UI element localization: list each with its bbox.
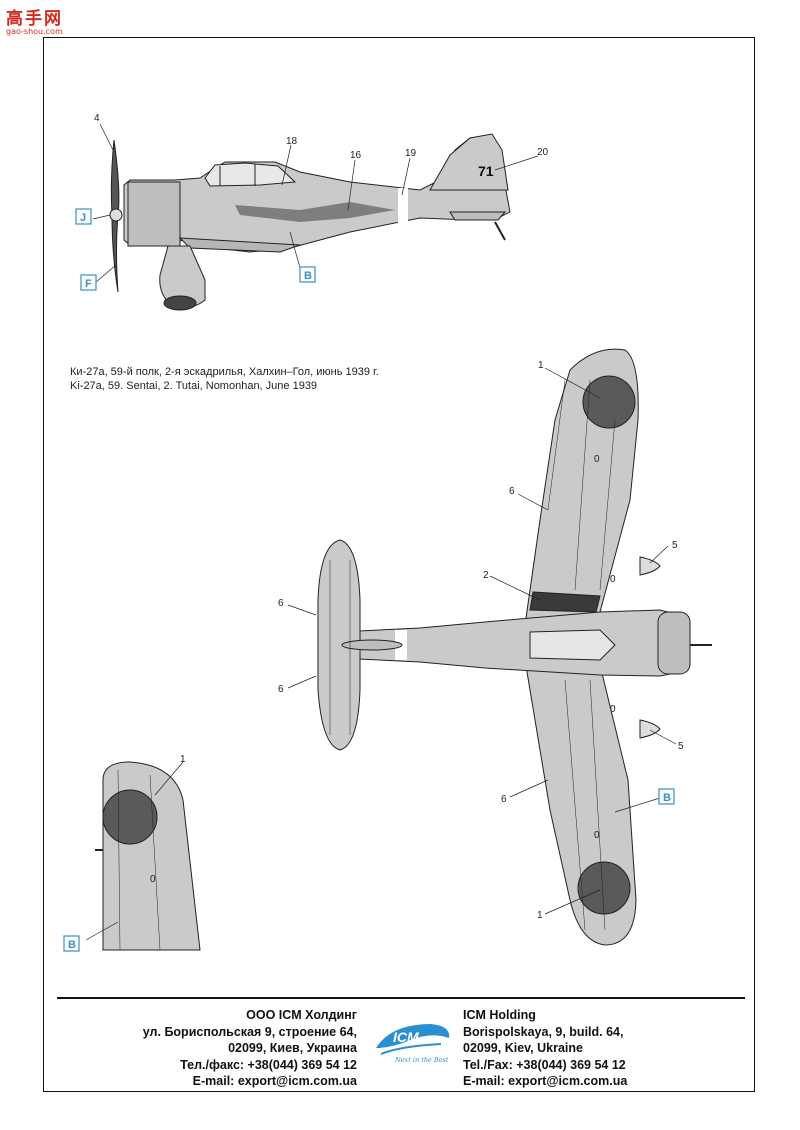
page-frame [43, 37, 755, 1092]
city-en: 02099, Kiev, Ukraine [463, 1041, 583, 1055]
caption-ru: Ки-27а, 59-й полк, 2-я эскадрилья, Халхи… [70, 366, 379, 378]
top-view [287, 348, 712, 946]
callout-4: 4 [94, 113, 100, 124]
top-callout-6d: 6 [501, 794, 507, 805]
city-ru: 02099, Киев, Украина [228, 1041, 357, 1055]
company-ru: ООО ICM Холдинг [246, 1008, 357, 1022]
top-callout-6a: 6 [509, 486, 515, 497]
footer-divider [57, 997, 745, 999]
hinomaru-bottom [577, 861, 631, 915]
top-callout-6c: 6 [278, 684, 284, 695]
top-callout-5b: 5 [678, 741, 684, 752]
side-view: 71 [92, 123, 539, 311]
detail-callout-1: 1 [180, 754, 186, 765]
panel-mark-0d: 0 [594, 830, 600, 841]
street-ru: ул. Бориспольская 9, строение 64, [142, 1024, 357, 1039]
label-F: F [85, 278, 92, 290]
email-en[interactable]: E-mail: export@icm.com.ua [463, 1074, 628, 1088]
icm-logo-tagline: Next in the Best [394, 1056, 449, 1064]
label-B-top: B [663, 792, 671, 804]
top-callout-6b: 6 [278, 598, 284, 609]
panel-mark-0a: 0 [594, 454, 600, 465]
wing-detail [85, 761, 201, 951]
caption-en: Ki-27a, 59. Sentai, 2. Tutai, Nomonhan, … [70, 380, 318, 392]
address-en: ICM Holding Borispolskaya, 9, build. 64,… [463, 1007, 753, 1090]
top-callout-1b: 1 [537, 910, 543, 921]
detail-panel-mark-0: 0 [150, 874, 156, 885]
watermark-hanzi: 高手网 [6, 9, 63, 29]
icm-logo: ICM Next in the Best [376, 1024, 450, 1064]
aircraft-caption: Ки-27а, 59-й полк, 2-я эскадрилья, Халхи… [70, 365, 379, 393]
phone-en: Tel./Fax: +38(044) 369 54 12 [463, 1057, 626, 1072]
callout-18: 18 [286, 136, 298, 147]
phone-ru: Тел./факс: +38(044) 369 54 12 [180, 1057, 357, 1072]
callout-16: 16 [350, 150, 362, 161]
icm-logo-text: ICM [393, 1029, 419, 1045]
panel-mark-0c: 0 [610, 704, 616, 715]
tail-marking: 71 [478, 163, 494, 179]
top-callout-2: 2 [483, 570, 489, 581]
company-en: ICM Holding [463, 1008, 536, 1022]
top-callout-1a: 1 [538, 360, 544, 371]
aircraft-drawing: 71 4 18 16 19 20 J F B [63, 113, 712, 952]
address-ru: ООО ICM Холдинг ул. Бориспольская 9, стр… [57, 1007, 357, 1090]
label-B-detail: B [68, 939, 76, 951]
callout-19: 19 [405, 148, 417, 159]
hinomaru-top [582, 375, 636, 429]
top-callout-5a: 5 [672, 540, 678, 551]
watermark-logo: 高手网 gao-shou.com [6, 4, 76, 38]
label-J: J [80, 212, 86, 224]
street-en: Borispolskaya, 9, build. 64, [463, 1024, 624, 1039]
email-ru[interactable]: E-mail: export@icm.com.ua [192, 1074, 357, 1088]
label-B-side: B [304, 270, 312, 282]
watermark-url: gao-shou.com [6, 27, 63, 36]
panel-mark-0b: 0 [610, 574, 616, 585]
spinner [109, 208, 123, 222]
callout-20: 20 [537, 147, 549, 158]
